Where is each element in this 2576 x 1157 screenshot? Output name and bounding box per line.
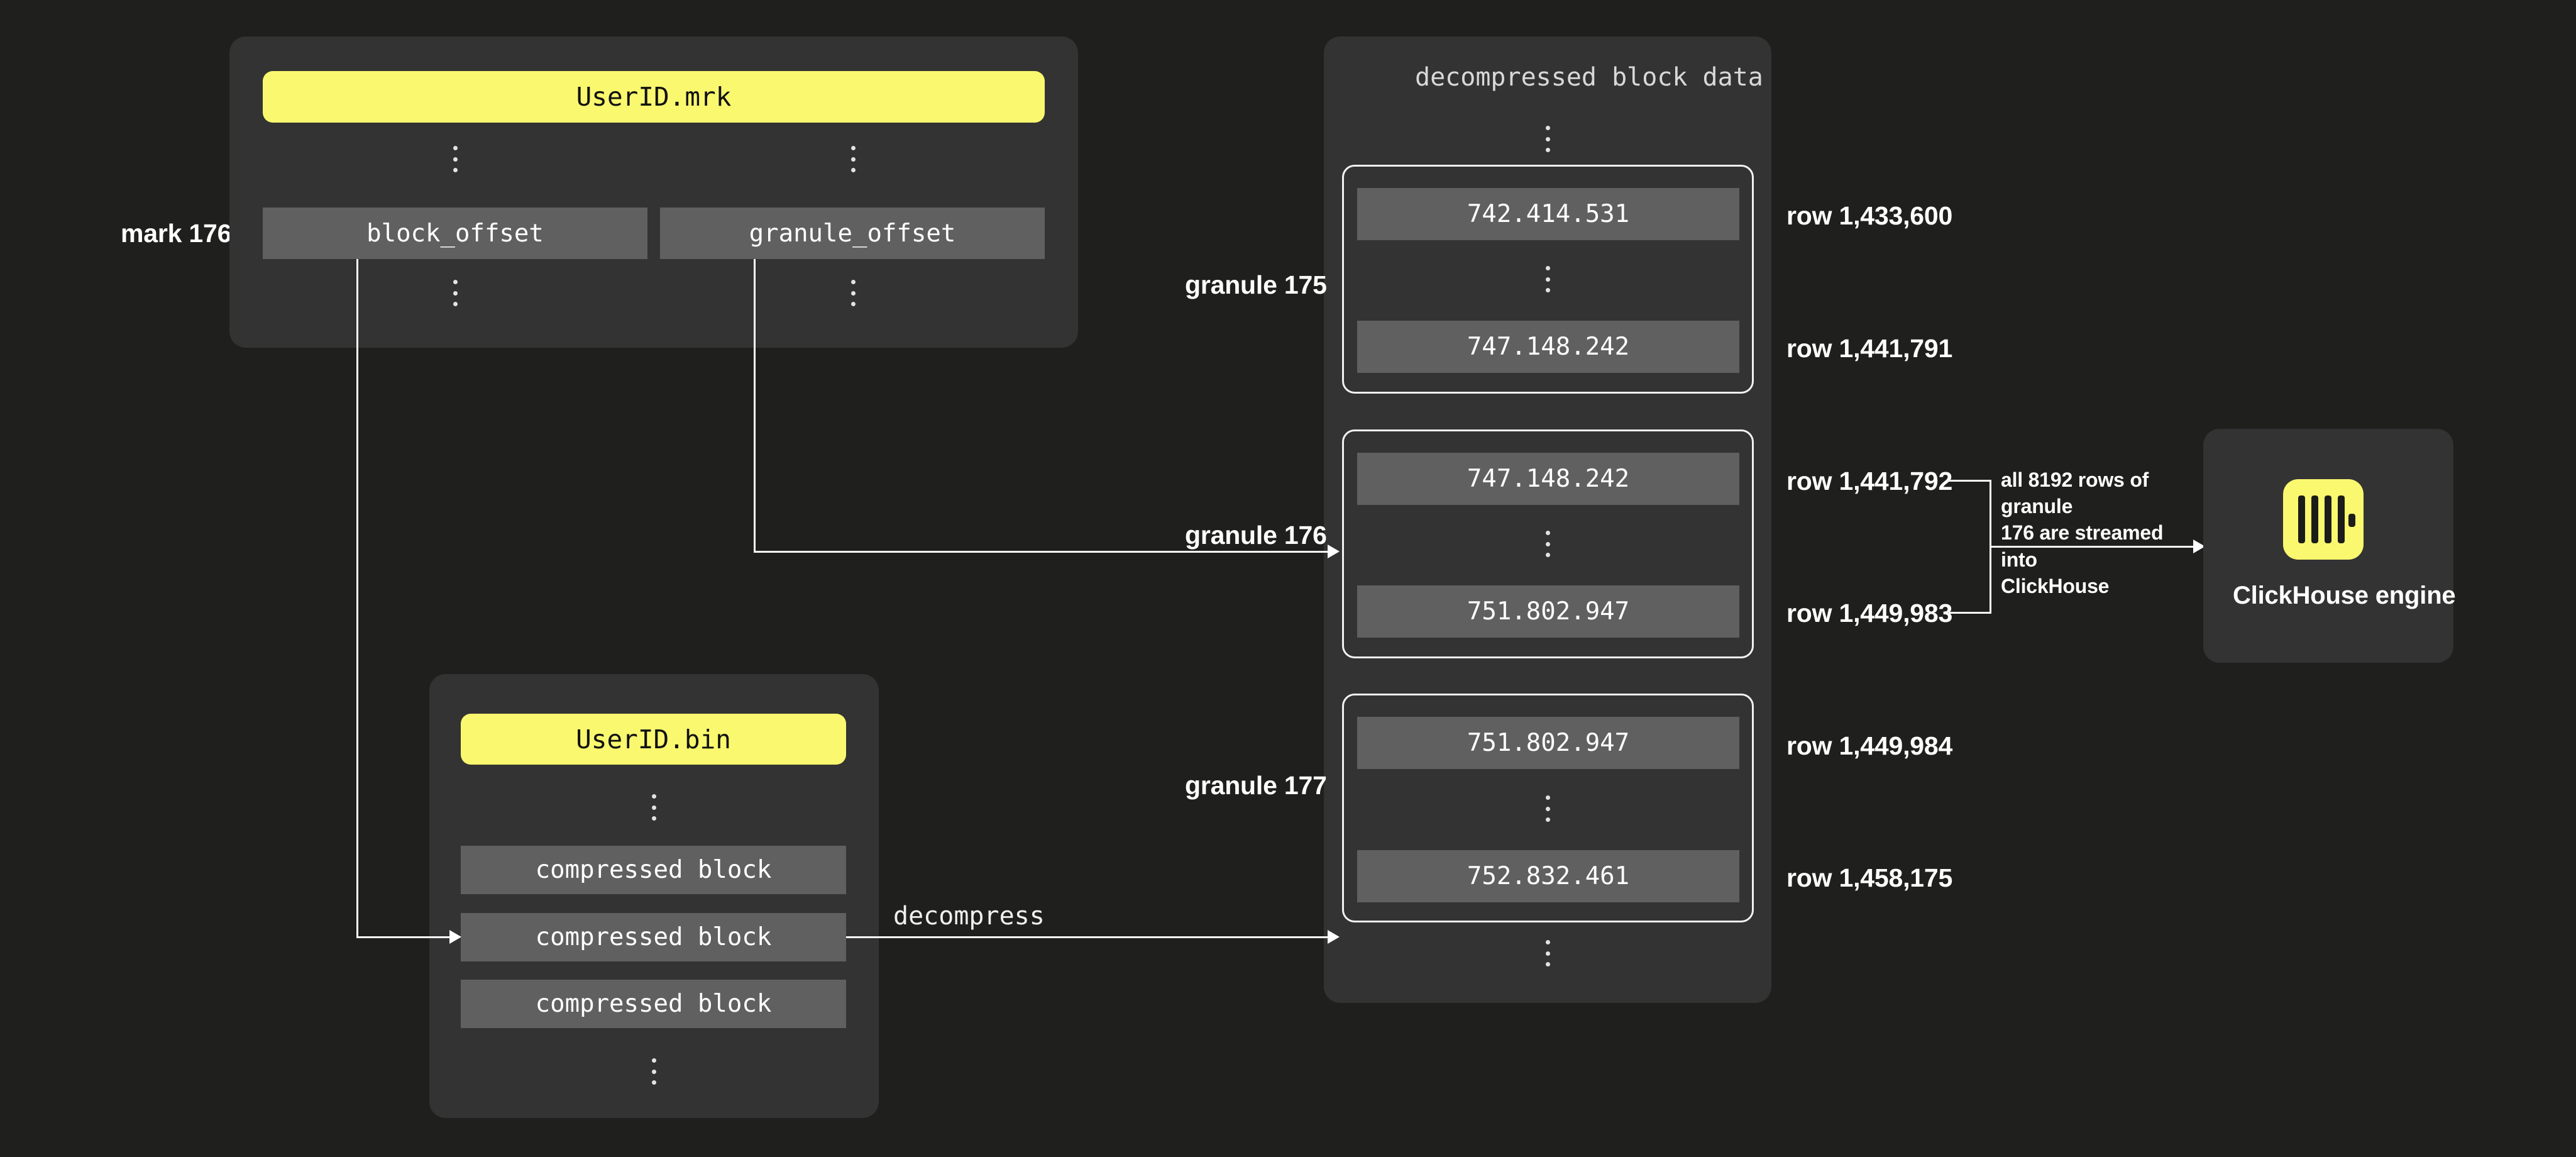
granule-176-last-value: 751.802.947 (1357, 585, 1739, 638)
block-offset-connector-vertical (356, 259, 358, 938)
granule-177-label: granule 177 (1185, 771, 1327, 800)
mrk-granule-offset-dots-bottom (850, 280, 856, 306)
granule-176-first-value: 747.148.242 (1357, 453, 1739, 505)
clickhouse-logo-bar-2 (2311, 495, 2318, 543)
granule-175-last-value: 747.148.242 (1357, 321, 1739, 373)
granule-177-first-value: 751.802.947 (1357, 717, 1739, 769)
clickhouse-logo-bar-1 (2298, 495, 2305, 543)
engine-bracket-arrowhead (2193, 540, 2205, 553)
stream-annotation: all 8192 rows of granule 176 are streame… (2001, 467, 2189, 599)
granule-175-box (1342, 165, 1754, 394)
granule-176-label: granule 176 (1185, 521, 1327, 550)
granule-176-last-row-label: row 1,449,983 (1786, 599, 1953, 628)
granule-175-first-value: 742.414.531 (1357, 188, 1739, 240)
granule-177-last-row-label: row 1,458,175 (1786, 863, 1953, 892)
granule-offset-connector-vertical (754, 259, 756, 553)
mrk-granule-offset-dots-top (850, 146, 856, 172)
block-offset-cell[interactable]: block_offset (263, 208, 647, 259)
clickhouse-logo-bar-4 (2338, 495, 2345, 543)
compressed-block-1[interactable]: compressed block (461, 846, 846, 894)
mark-label: mark 176 (121, 219, 232, 248)
clickhouse-engine-label: ClickHouse engine (2233, 582, 2456, 609)
compressed-block-3[interactable]: compressed block (461, 980, 846, 1028)
compressed-block-2[interactable]: compressed block (461, 913, 846, 961)
granule-176-dots (1544, 531, 1551, 557)
block-offset-connector-arrowhead (449, 930, 461, 944)
bin-dots-bottom (651, 1058, 657, 1085)
granule-177-box (1342, 694, 1754, 922)
engine-bracket-top-tick (1949, 480, 1991, 482)
engine-bracket-arrow-line (1990, 546, 2199, 548)
decompressed-panel-title: decompressed block data (1415, 63, 1763, 92)
mrk-file-title: UserID.mrk (263, 71, 1045, 123)
decompressed-dots-bottom (1544, 940, 1551, 966)
granule-177-last-value: 752.832.461 (1357, 850, 1739, 902)
decompress-connector-arrowhead (1328, 930, 1340, 944)
mrk-block-offset-dots-top (452, 146, 458, 172)
decompress-connector-line (846, 936, 1337, 938)
bin-dots-top (651, 794, 657, 821)
engine-bracket-bottom-tick (1949, 612, 1991, 614)
granule-177-first-row-label: row 1,449,984 (1786, 731, 1953, 760)
granule-offset-cell[interactable]: granule_offset (660, 208, 1045, 259)
clickhouse-logo-bar-3 (2325, 495, 2331, 543)
granule-175-label: granule 175 (1185, 270, 1327, 299)
granule-offset-connector-arrowhead (1328, 545, 1340, 558)
granule-offset-connector-horizontal (754, 551, 1337, 553)
bin-file-title: UserID.bin (461, 714, 846, 765)
decompressed-dots-top (1544, 126, 1551, 152)
stream-annotation-line-2: 176 are streamed into (2001, 521, 2164, 571)
clickhouse-logo-dash (2348, 514, 2355, 527)
stream-annotation-line-1: all 8192 rows of granule (2001, 468, 2149, 518)
clickhouse-logo (2283, 479, 2364, 560)
granule-176-box (1342, 429, 1754, 658)
stream-annotation-line-3: ClickHouse (2001, 574, 2110, 597)
granule-177-dots (1544, 795, 1551, 822)
granule-176-first-row-label: row 1,441,792 (1786, 467, 1953, 495)
granule-175-last-row-label: row 1,441,791 (1786, 334, 1953, 363)
granule-175-first-row-label: row 1,433,600 (1786, 201, 1953, 230)
decompress-label: decompress (893, 902, 1045, 931)
mrk-block-offset-dots-bottom (452, 280, 458, 306)
granule-175-dots (1544, 266, 1551, 292)
block-offset-connector-horizontal (356, 936, 449, 938)
